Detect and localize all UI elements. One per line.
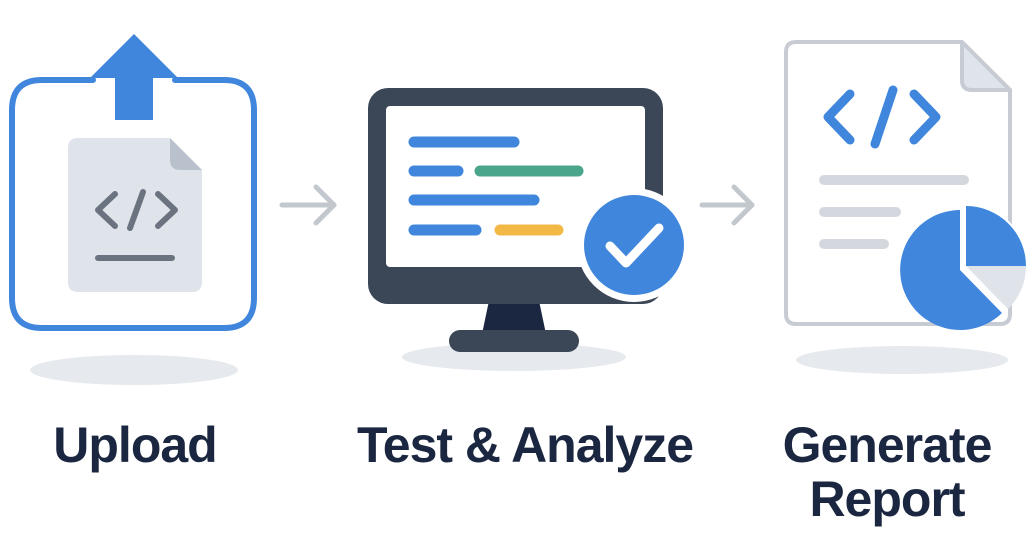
code-file-icon xyxy=(68,138,202,292)
test-step xyxy=(368,88,691,371)
step-label-report: Generate Report xyxy=(752,418,1022,526)
arrow-right-icon xyxy=(699,184,755,226)
upload-frame xyxy=(9,77,257,331)
upload-shadow xyxy=(30,355,238,385)
step-label-report-line-2: Report xyxy=(809,471,965,527)
report-step xyxy=(784,40,1027,374)
code-lines xyxy=(408,136,584,236)
pie-chart-icon xyxy=(900,202,1027,330)
code-brackets-icon xyxy=(823,85,941,149)
check-badge-icon xyxy=(577,188,691,302)
step-label-test: Test & Analyze xyxy=(356,417,694,473)
upload-step xyxy=(9,34,257,385)
step-label-upload: Upload xyxy=(53,417,217,473)
step-label-report-line-1: Generate xyxy=(782,417,993,473)
report-shadow xyxy=(796,346,1008,374)
upload-arrow-icon xyxy=(90,34,178,120)
arrow-right-icon xyxy=(279,184,337,226)
code-brackets-icon xyxy=(95,189,178,231)
